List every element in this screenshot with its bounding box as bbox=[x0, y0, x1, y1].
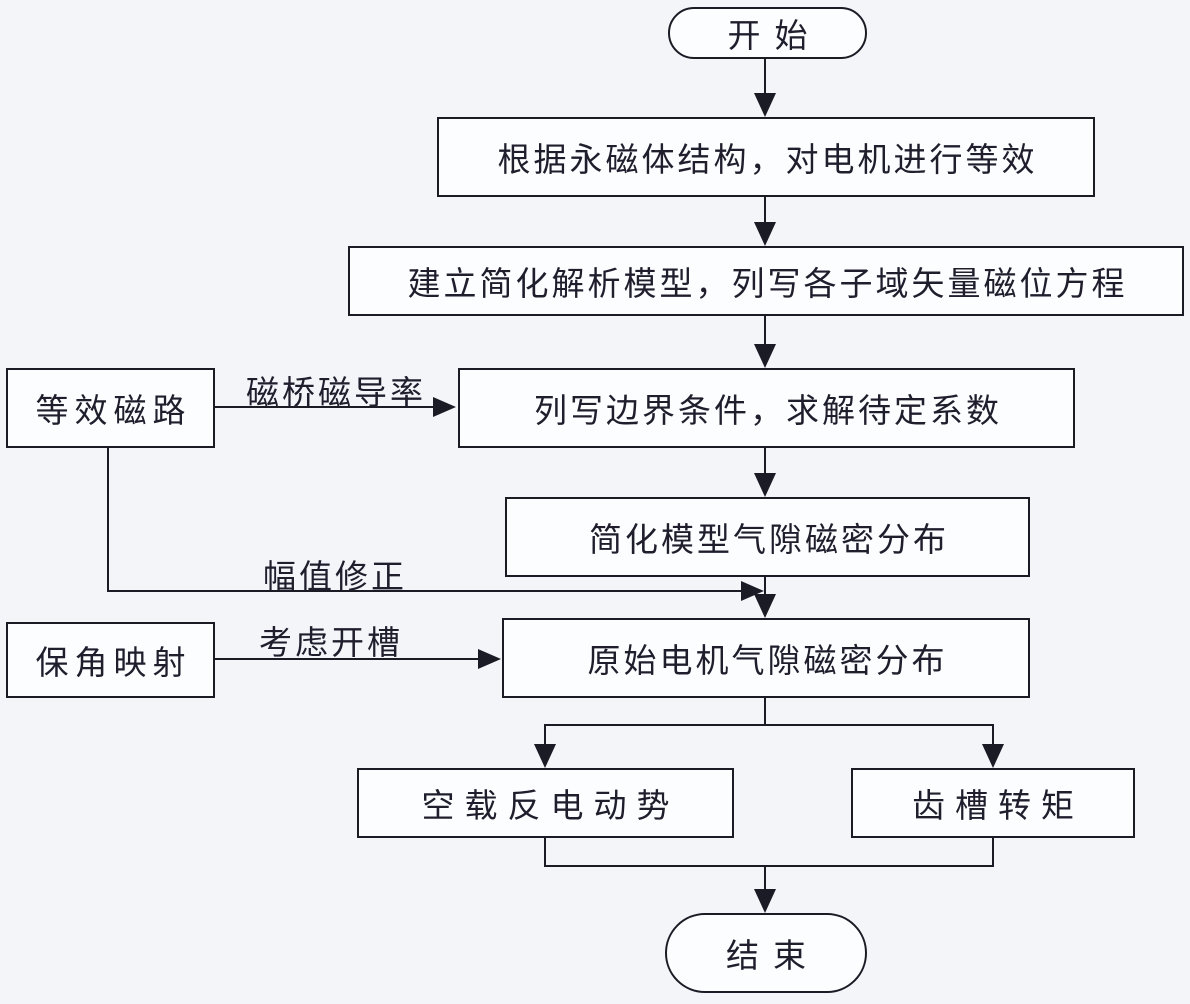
node-equivalent-magnetic-circuit-label: 等效磁路 bbox=[35, 394, 192, 430]
node-end: 结束 bbox=[665, 913, 867, 993]
node-start: 开始 bbox=[668, 7, 867, 59]
edge-step3-step4-line bbox=[764, 448, 766, 474]
edge-merge-right-line bbox=[992, 838, 994, 867]
edge-start-step1-arrowhead bbox=[754, 93, 776, 117]
edge-slotting-arrowhead bbox=[478, 649, 501, 669]
edge-slotting-line bbox=[215, 658, 480, 660]
edge-merge-stem bbox=[764, 865, 766, 891]
edge-split-right-line bbox=[992, 724, 994, 745]
edge-split-right-arrowhead bbox=[982, 744, 1004, 768]
node-step1-label: 根据永磁体结构，对电机进行等效 bbox=[497, 143, 1038, 179]
node-end-label: 结束 bbox=[726, 939, 820, 975]
node-conformal-mapping-label: 保角映射 bbox=[35, 646, 192, 682]
node-step2: 建立简化解析模型，列写各子域矢量磁位方程 bbox=[348, 246, 1184, 316]
edge-step1-step2-arrowhead bbox=[754, 222, 776, 246]
edge-step3-step4-arrowhead bbox=[754, 473, 776, 497]
edge-merge-bar bbox=[544, 865, 994, 867]
edge-step4-step5-line bbox=[764, 577, 766, 596]
edge-amplitude-arrowhead bbox=[741, 581, 764, 601]
edge-split-bar bbox=[544, 724, 994, 726]
node-step5-label: 原始电机气隙磁密分布 bbox=[587, 644, 948, 680]
edge-bridge-line bbox=[215, 406, 437, 408]
edge-bridge-arrowhead bbox=[433, 397, 456, 417]
node-step3-label: 列写边界条件，求解待定系数 bbox=[534, 394, 1002, 430]
edge-start-step1-line bbox=[764, 59, 766, 96]
edge-label-consider-slotting: 考虑开槽 bbox=[259, 626, 403, 662]
node-start-label: 开始 bbox=[727, 19, 822, 55]
node-cogging-torque-label: 齿槽转矩 bbox=[912, 789, 1084, 825]
edge-amplitude-vline bbox=[107, 448, 109, 592]
node-step5: 原始电机气隙磁密分布 bbox=[502, 618, 1030, 698]
edge-amplitude-hline bbox=[107, 590, 744, 592]
node-step4-label: 简化模型气隙磁密分布 bbox=[589, 523, 949, 559]
edge-merge-arrowhead bbox=[754, 889, 776, 913]
node-step2-label: 建立简化解析模型，列写各子域矢量磁位方程 bbox=[407, 267, 1128, 303]
edge-step1-step2-line bbox=[764, 197, 766, 224]
node-step4: 简化模型气隙磁密分布 bbox=[505, 497, 1030, 577]
edge-step2-step3-arrowhead bbox=[754, 344, 776, 368]
node-cogging-torque: 齿槽转矩 bbox=[851, 768, 1135, 838]
node-step3: 列写边界条件，求解待定系数 bbox=[458, 368, 1075, 448]
node-step1: 根据永磁体结构，对电机进行等效 bbox=[437, 117, 1095, 197]
edge-split-left-arrowhead bbox=[534, 744, 556, 768]
node-conformal-mapping: 保角映射 bbox=[6, 622, 215, 698]
edge-step2-step3-line bbox=[764, 316, 766, 345]
edge-split-left-line bbox=[544, 724, 546, 745]
node-back-emf-label: 空载反电动势 bbox=[421, 789, 680, 825]
edge-split-stem bbox=[764, 698, 766, 726]
node-equivalent-magnetic-circuit: 等效磁路 bbox=[6, 368, 215, 448]
node-back-emf: 空载反电动势 bbox=[357, 768, 734, 838]
edge-merge-left-line bbox=[544, 838, 546, 867]
